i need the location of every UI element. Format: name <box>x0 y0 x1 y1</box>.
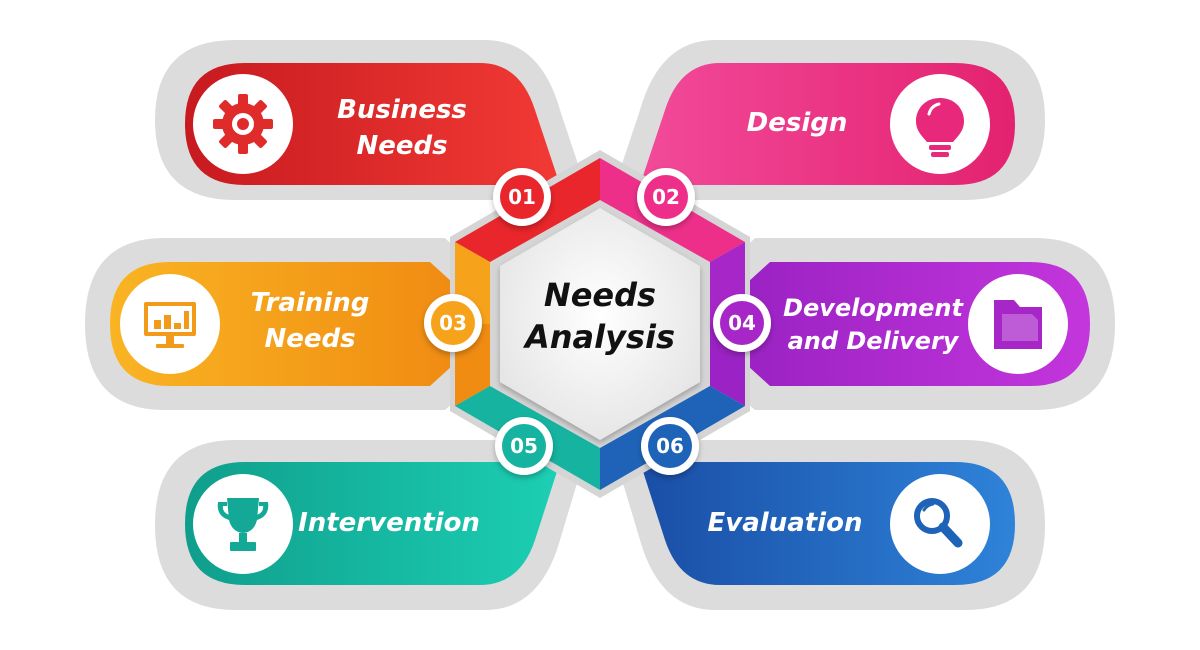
magnifier-icon <box>890 474 990 574</box>
badge-03: 03 <box>424 294 482 352</box>
badge-06: 06 <box>641 417 699 475</box>
step-04-label-line2: and Delivery <box>788 327 960 355</box>
step-06-label: Evaluation <box>708 508 863 538</box>
folder-icon <box>968 274 1068 374</box>
center-title-line2: Analysis <box>522 318 675 356</box>
badge-05: 05 <box>495 417 553 475</box>
badge-01-number: 01 <box>508 185 536 209</box>
step-labels: Business Needs Design Training Needs Dev… <box>251 95 965 538</box>
badge-06-number: 06 <box>656 434 684 458</box>
icons <box>120 74 1068 574</box>
badge-04: 04 <box>713 294 771 352</box>
step-02-label: Design <box>747 108 848 138</box>
gear-icon <box>193 74 293 174</box>
badge-04-number: 04 <box>728 311 756 335</box>
badge-03-number: 03 <box>439 311 467 335</box>
badges: 01 02 03 04 05 06 <box>424 168 771 475</box>
lightbulb-icon <box>890 74 990 174</box>
monitor-chart-icon <box>120 274 220 374</box>
step-01-label-line2: Needs <box>356 131 447 161</box>
step-05-label: Intervention <box>298 508 480 538</box>
step-01-label-line1: Business <box>337 95 467 125</box>
badge-05-number: 05 <box>510 434 538 458</box>
badge-01: 01 <box>493 168 551 226</box>
step-04-label-line1: Development <box>783 294 964 322</box>
step-03-label-line2: Needs <box>264 324 355 354</box>
hex-inner <box>500 208 700 440</box>
step-03-label-line1: Training <box>251 288 370 318</box>
badge-02-number: 02 <box>652 185 680 209</box>
badge-02: 02 <box>637 168 695 226</box>
center-title-line1: Needs <box>544 276 656 314</box>
trophy-icon <box>193 474 293 574</box>
